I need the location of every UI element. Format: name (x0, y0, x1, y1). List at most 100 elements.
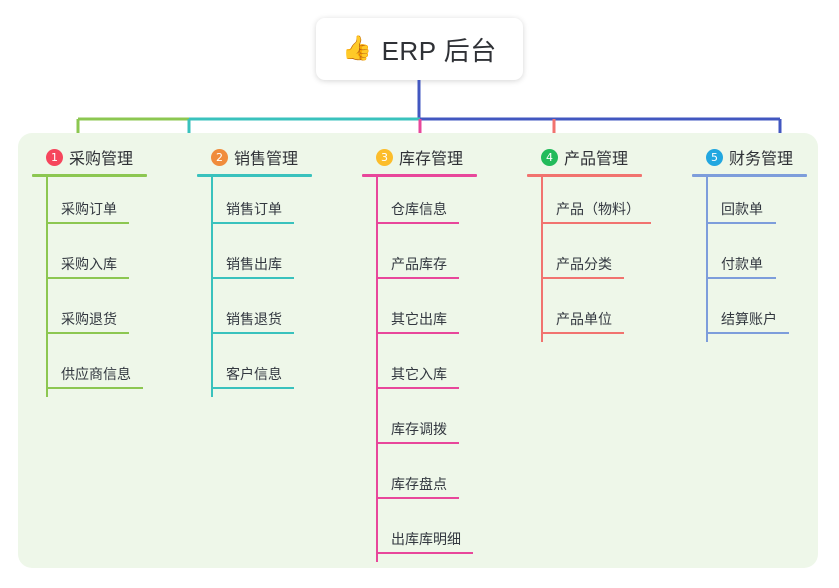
branch-item[interactable]: 采购入库 (32, 232, 147, 287)
branch-item-spine (376, 397, 378, 452)
branch-items-1: 采购订单采购入库采购退货供应商信息 (32, 177, 147, 397)
branch-item-label: 库存盘点 (391, 476, 447, 492)
branch-item-label: 采购入库 (61, 256, 117, 272)
branch-item-label: 产品库存 (391, 256, 447, 272)
branch-item-rule (46, 222, 129, 224)
branch-badge-1: 1 (46, 148, 63, 166)
branch-item-spine (541, 287, 543, 342)
branch-item[interactable]: 供应商信息 (32, 342, 147, 397)
branch-item-rule (376, 552, 473, 554)
branch-item[interactable]: 销售出库 (197, 232, 312, 287)
branch-item-label: 其它入库 (391, 366, 447, 382)
branch-item-label: 仓库信息 (391, 201, 447, 217)
branch-item[interactable]: 产品单位 (527, 287, 642, 342)
branch-item-spine (46, 287, 48, 342)
branch-item-label: 付款单 (721, 256, 763, 272)
branch-item-label: 出库库明细 (391, 531, 461, 547)
branch-item-spine (376, 232, 378, 287)
branch-item[interactable]: 销售订单 (197, 177, 312, 232)
branch-header-rule-5 (692, 174, 807, 177)
branch-item[interactable]: 销售退货 (197, 287, 312, 342)
branch-item-spine (211, 177, 213, 232)
branch-item-label: 回款单 (721, 201, 763, 217)
branch-item-label: 产品分类 (556, 256, 612, 272)
branch-item-spine (376, 342, 378, 397)
branch-item-rule (211, 222, 294, 224)
branch-item[interactable]: 结算账户 (692, 287, 807, 342)
branch-item-spine (541, 232, 543, 287)
branch-item[interactable]: 产品库存 (362, 232, 477, 287)
branch-item-rule (376, 387, 459, 389)
branch-header-rule-1 (32, 174, 147, 177)
branch-item-rule (541, 277, 624, 279)
branch-item[interactable]: 出库库明细 (362, 507, 477, 562)
branch-header-2[interactable]: 2 销售管理 (197, 145, 312, 169)
branch-item-rule (46, 387, 143, 389)
branch-item-rule (376, 497, 459, 499)
branch-item-rule (46, 332, 129, 334)
branch-item[interactable]: 仓库信息 (362, 177, 477, 232)
branch-title-5: 财务管理 (729, 151, 794, 168)
branch-item-spine (46, 232, 48, 287)
branch-item[interactable]: 回款单 (692, 177, 807, 232)
branch-item[interactable]: 其它出库 (362, 287, 477, 342)
branch-item-label: 采购订单 (61, 201, 117, 217)
branch-item-label: 采购退货 (61, 311, 117, 327)
branch-item[interactable]: 产品分类 (527, 232, 642, 287)
branch-item-spine (211, 287, 213, 342)
branch-item-spine (706, 232, 708, 287)
branch-item[interactable]: 采购退货 (32, 287, 147, 342)
branch-item-spine (376, 177, 378, 232)
branch-header-rule-4 (527, 174, 642, 177)
branch-items-3: 仓库信息产品库存其它出库其它入库库存调拨库存盘点出库库明细 (362, 177, 477, 562)
branch-item[interactable]: 产品（物料） (527, 177, 651, 232)
branch-item-spine (376, 507, 378, 562)
branch-item-spine (376, 287, 378, 342)
branch-item[interactable]: 付款单 (692, 232, 807, 287)
root-title-text: ERP 后台 (381, 35, 497, 66)
branch-item-spine (46, 177, 48, 232)
branch-item-spine (376, 452, 378, 507)
branch-item-label: 销售退货 (226, 311, 282, 327)
branch-badge-4: 4 (541, 148, 558, 166)
branch-title-2: 销售管理 (234, 151, 299, 168)
branch-item-label: 其它出库 (391, 311, 447, 327)
branch-item-label: 销售出库 (226, 256, 282, 272)
branch-header-rule-3 (362, 174, 477, 177)
branch-badge-2: 2 (211, 148, 228, 166)
root-node[interactable]: 👍 ERP 后台 (316, 18, 523, 80)
branch-column-2: 2 销售管理销售订单销售出库销售退货客户信息 (197, 145, 312, 397)
branch-item-rule (706, 277, 776, 279)
branch-item-rule (211, 332, 294, 334)
branch-item-label: 客户信息 (226, 366, 282, 382)
branch-item-rule (541, 222, 651, 224)
branch-item[interactable]: 客户信息 (197, 342, 312, 397)
branch-item-spine (541, 177, 543, 232)
branch-item-rule (706, 222, 776, 224)
thumbs-up-icon: 👍 (342, 35, 373, 62)
branch-item-label: 库存调拨 (391, 421, 447, 437)
branch-item[interactable]: 采购订单 (32, 177, 147, 232)
branch-item-label: 产品（物料） (556, 201, 640, 217)
branch-item-rule (211, 277, 294, 279)
branch-items-4: 产品（物料） 产品分类产品单位 (527, 177, 651, 342)
branch-item[interactable]: 库存调拨 (362, 397, 477, 452)
branch-item[interactable]: 库存盘点 (362, 452, 477, 507)
branch-item[interactable]: 其它入库 (362, 342, 477, 397)
branch-item-label: 供应商信息 (61, 366, 131, 382)
branch-item-spine (706, 287, 708, 342)
branch-item-spine (706, 177, 708, 232)
branch-item-spine (211, 342, 213, 397)
branch-item-rule (376, 332, 459, 334)
branch-item-rule (376, 222, 459, 224)
branch-item-rule (46, 277, 129, 279)
